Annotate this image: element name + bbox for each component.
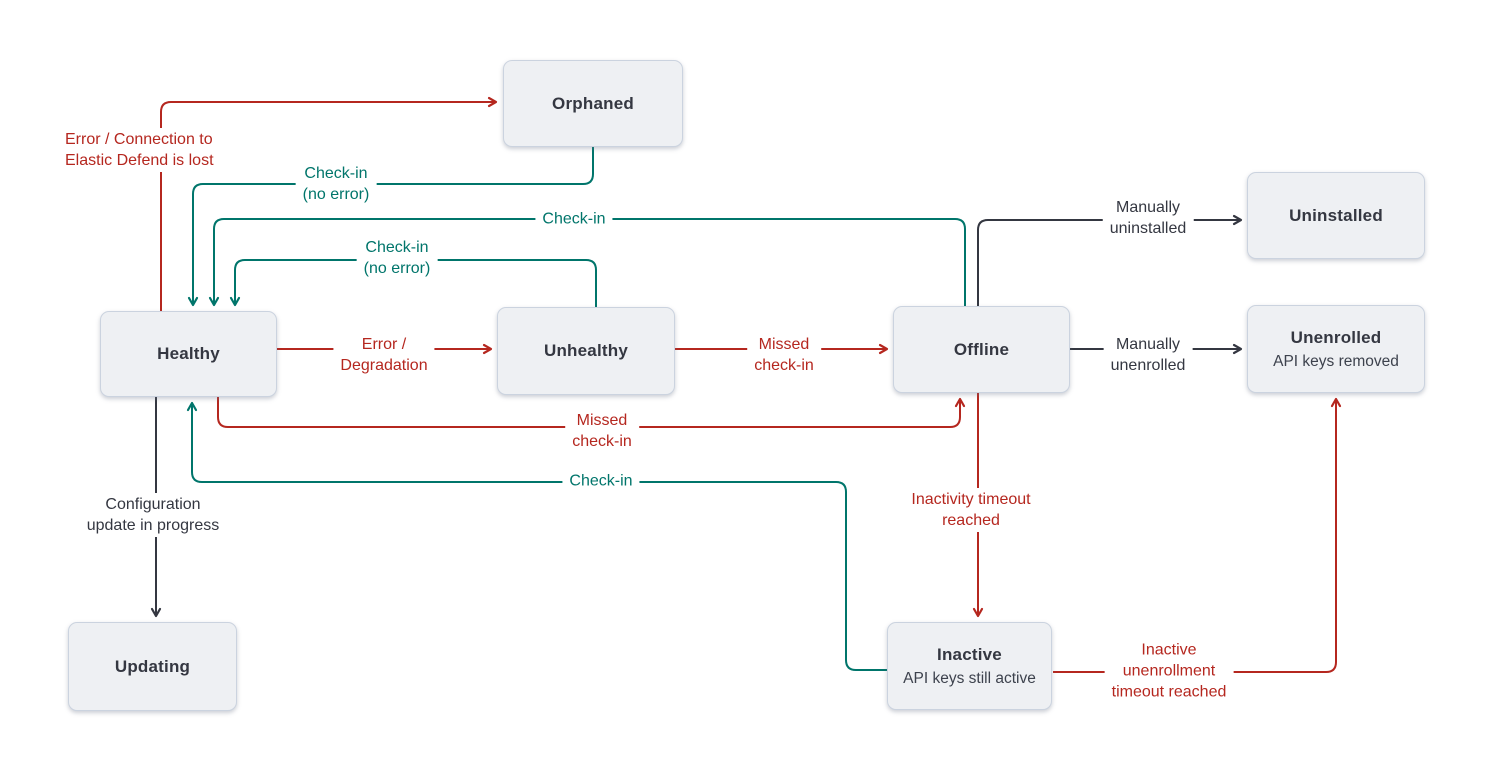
edge-label-unhealthy-to-offline: Missed check-in: [747, 333, 821, 377]
state-title-inactive: Inactive: [937, 644, 1002, 664]
edge-label-healthy-to-updating: Configuration update in progress: [79, 493, 227, 537]
edge-label-unhealthy-to-healthy: Check-in (no error): [356, 236, 438, 280]
state-title-unhealthy: Unhealthy: [544, 341, 628, 360]
edge-label-inactive-to-unenrolled: Inactive unenrollment timeout reached: [1104, 638, 1234, 704]
edge-label-offline-to-inactive: Inactivity timeout reached: [904, 488, 1038, 532]
edge-label-orphaned-to-healthy: Check-in (no error): [295, 162, 377, 206]
edge-offline-to-healthy: [208, 218, 966, 307]
state-node-updating: Updating: [68, 622, 237, 711]
edge-label-healthy-to-offline: Missed check-in: [565, 409, 639, 453]
edge-orphaned-to-healthy: [187, 147, 594, 307]
state-title-offline: Offline: [953, 339, 1010, 359]
state-node-unhealthy: Unhealthy: [497, 307, 675, 395]
edge-label-healthy-to-orphaned: Error / Connection to Elastic Defend is …: [58, 128, 221, 172]
state-node-healthy: Healthy: [100, 311, 277, 397]
state-title-uninstalled: Uninstalled: [1289, 205, 1383, 225]
edge-label-offline-to-healthy: Check-in: [535, 207, 613, 231]
state-node-inactive: Inactive API keys still active: [887, 622, 1052, 710]
edge-inactive-to-healthy: [186, 401, 889, 671]
state-node-offline: Offline: [893, 306, 1070, 393]
state-node-uninstalled: Uninstalled: [1247, 172, 1425, 259]
edge-label-healthy-to-unhealthy: Error / Degradation: [333, 333, 435, 377]
edge-healthy-to-orphaned: [160, 96, 498, 311]
state-title-updating: Updating: [114, 656, 191, 676]
state-title-orphaned: Orphaned: [552, 93, 634, 113]
edge-label-inactive-to-healthy: Check-in: [562, 469, 640, 493]
state-node-unenrolled: Unenrolled API keys removed: [1247, 305, 1425, 393]
state-title-healthy: Healthy: [157, 344, 220, 363]
state-subtitle-unenrolled: API keys removed: [1273, 352, 1399, 370]
state-node-orphaned: Orphaned: [503, 60, 683, 147]
state-title-unenrolled: Unenrolled: [1290, 327, 1382, 347]
edge-label-offline-to-uninstalled: Manually uninstalled: [1102, 196, 1194, 240]
edge-label-offline-to-unenrolled: Manually unenrolled: [1103, 333, 1193, 377]
state-subtitle-inactive: API keys still active: [903, 669, 1036, 687]
edge-inactive-to-unenrolled: [1053, 397, 1342, 673]
edge-offline-to-uninstalled: [977, 214, 1243, 306]
